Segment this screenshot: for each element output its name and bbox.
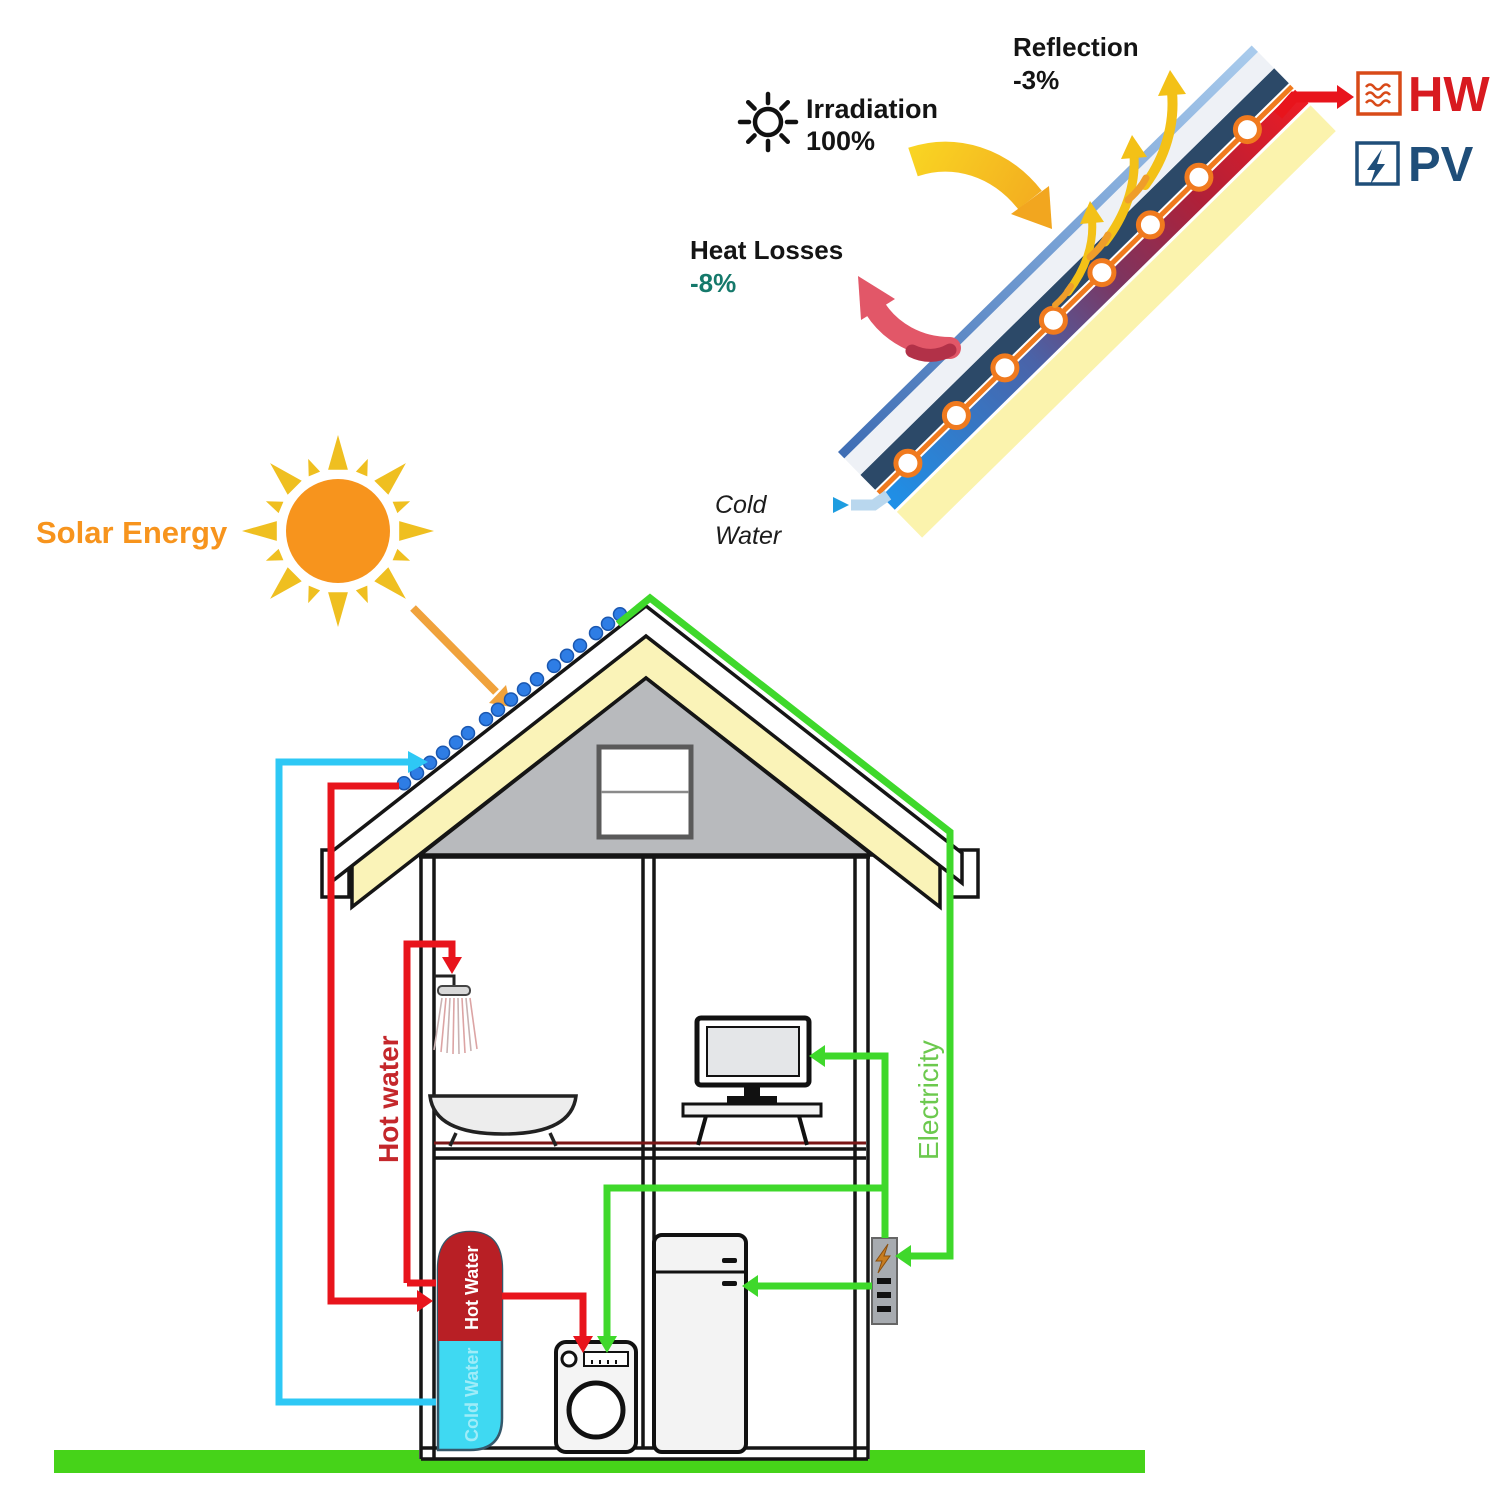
pv-box-icon (1355, 141, 1400, 186)
reflection-arrows (1052, 70, 1186, 308)
wm-control-panel (583, 1351, 629, 1367)
irradiation-arrowhead-icon (1011, 186, 1052, 229)
water-channel-layer (881, 89, 1309, 510)
shower-arrowhead-icon (442, 957, 462, 974)
cold-water-label-line1: Cold (715, 491, 768, 519)
roof-solar-collector-dots (396, 607, 628, 791)
wm-elec-arrowhead-icon (597, 1336, 617, 1353)
wm-hot-arrowhead-icon (573, 1336, 593, 1353)
panel-arrowhead-icon (895, 1245, 911, 1267)
tank-hot-section (438, 1232, 502, 1341)
reflection-value: -3% (1013, 65, 1059, 95)
hot-water-outlet-pipe (1273, 91, 1338, 119)
house-structure (419, 855, 870, 1461)
wm-door-icon (566, 1380, 626, 1440)
heat-loss-arrow (864, 297, 961, 359)
heat-waves-icon (1364, 83, 1392, 107)
sunbeam-arrow (410, 605, 499, 695)
irradiation-label: Irradiation (806, 94, 938, 124)
cold-water-circuit (275, 758, 436, 1406)
pv-output-legend: PV (1355, 138, 1474, 192)
cold-water-arrow-icon (833, 497, 849, 513)
irradiation-value: 100% (806, 126, 875, 156)
shower-spray (433, 997, 478, 1055)
electricity-circuit (603, 593, 954, 1338)
insulation-layer (896, 105, 1336, 538)
tank-hot-label: Hot Water (462, 1246, 482, 1330)
attic-window (596, 744, 694, 840)
electrical-panel (871, 1237, 898, 1325)
panel-bolt-icon (875, 1243, 891, 1274)
hot-water-pipe-label: Hot water (373, 1035, 404, 1163)
electricity-wire-label: Electricity (913, 1040, 944, 1160)
hw-output-legend: HW (1356, 68, 1490, 122)
heat-loss-arrow-fold (905, 343, 957, 362)
sun-core-icon (286, 479, 390, 583)
tv-table (681, 1102, 823, 1118)
sun (242, 435, 434, 627)
lightning-bolt-icon (1367, 149, 1385, 185)
reflection-label: Reflection (1013, 32, 1139, 62)
irradiation-sun-icon (737, 91, 799, 153)
heat-loss-arrowhead-icon (858, 276, 895, 320)
absorber-tubes (893, 115, 1262, 478)
sun-rays-icon (242, 435, 434, 627)
shower-head-icon (437, 985, 471, 996)
water-tank: Hot Water Cold Water (436, 1230, 504, 1452)
pvt-collector-section: Cold Water Irradiation 100% Reflection -… (690, 32, 1490, 550)
heat-losses-value: -8% (690, 268, 736, 298)
tv-arrowhead-icon (809, 1045, 825, 1067)
bathtub (428, 1094, 578, 1147)
hot-water-circuit (327, 782, 587, 1338)
hw-box-icon (1356, 71, 1402, 116)
tv-set (681, 1015, 823, 1146)
ground-strip (54, 1450, 1145, 1473)
cold-water-inlet-pipe (851, 490, 892, 511)
hw-label: HW (1408, 68, 1490, 122)
tank-inlet-arrowhead-icon (417, 1290, 433, 1312)
washing-machine (554, 1340, 638, 1454)
hot-water-arrow-icon (1337, 85, 1354, 109)
fridge-arrowhead-icon (742, 1275, 758, 1297)
shower (433, 974, 478, 1055)
pv-label: PV (1408, 138, 1474, 192)
irradiation-arrow (908, 141, 1042, 210)
cold-water-label-line2: Water (715, 522, 783, 550)
heat-losses-label: Heat Losses (690, 235, 843, 265)
solar-energy-label: Solar Energy (36, 515, 228, 550)
cold-water-circuit-arrowhead-icon (408, 751, 428, 773)
air-gap-layer (844, 51, 1275, 475)
tank-cold-label: Cold Water (462, 1348, 482, 1442)
refrigerator (652, 1233, 748, 1454)
